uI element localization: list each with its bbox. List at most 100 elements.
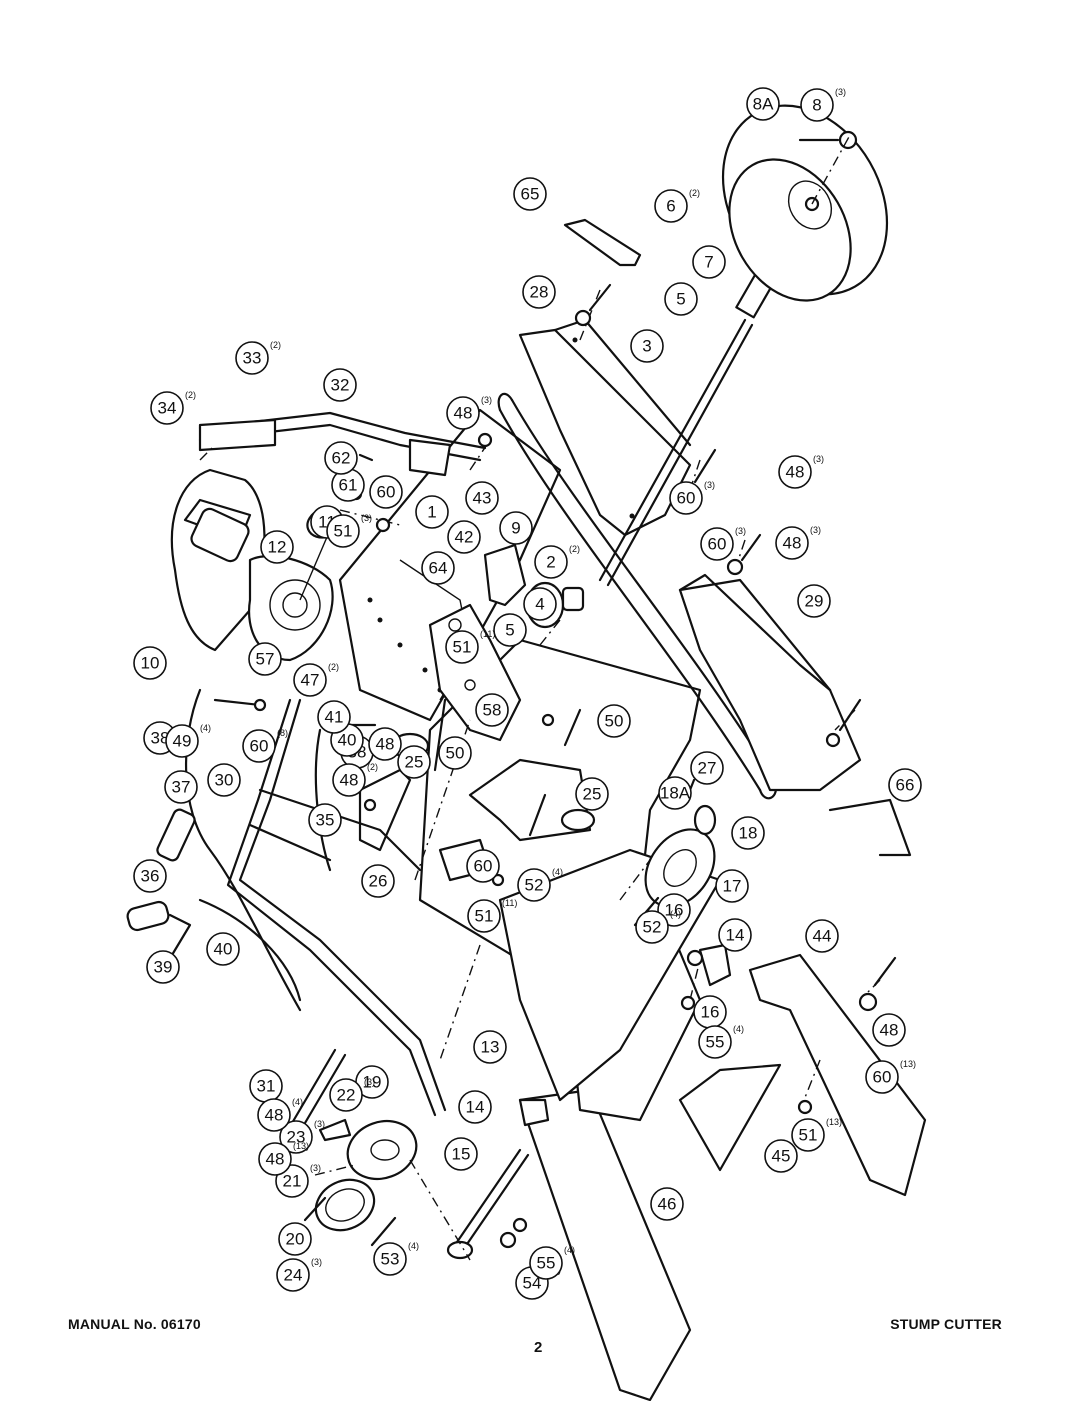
callout-circle [260,530,294,564]
callout-number: 25 [405,753,424,772]
callout-number: 10 [141,654,160,673]
callout-circle [522,275,556,309]
belt-27 [497,392,778,800]
callout-circle [499,511,533,545]
callout-part-18: 18 [731,816,765,850]
callout-number: 60 [677,489,696,508]
callout-circle [700,527,734,561]
callout-circle [150,391,184,425]
callout-circle [445,630,479,664]
callout-number: 2 [546,553,555,572]
plate-65 [563,218,642,267]
callout-part-58: 58 [475,693,509,727]
callout-number: 45 [772,1147,791,1166]
callout-part-46: 46 [650,1187,684,1221]
callout-circle [865,1060,899,1094]
callout-part-13: 13 [473,1030,507,1064]
callout-part-39: 39 [146,950,180,984]
callout-part-27: 27 [690,751,724,785]
callout-part-23: 23(3) [279,1119,325,1154]
callout-part-49: 49(4) [165,723,211,758]
side-panel-46 [498,848,722,1401]
callout-part-45: 45 [764,1139,798,1173]
callout-circle [731,816,765,850]
callout-number: 17 [723,877,742,896]
callout-part-60: 60(8) [242,728,288,763]
callout-part-8: 8(3) [800,87,846,122]
callout-quantity: (3) [704,480,715,490]
callout-circle [361,864,395,898]
callout-number: 1 [427,503,436,522]
callout-number: 21 [283,1172,302,1191]
callout-circle [332,763,366,797]
callout-number: 40 [214,940,233,959]
callout-number: 38 [151,729,170,748]
callout-circle [248,642,282,676]
callout-circle [368,727,402,761]
callout-quantity: (13) [900,1059,916,1069]
callout-number: 3 [642,337,651,356]
callout-part-6: 6(2) [654,188,700,223]
callout-quantity: (4) [408,1241,419,1251]
callout-number: 66 [896,776,915,795]
callout-part-48: 48(2) [332,762,378,797]
callout-number: 48 [880,1021,899,1040]
callout-circle [133,859,167,893]
callout-part-7: 7 [692,245,726,279]
callout-part-10: 10 [133,646,167,680]
callout-part-14: 14 [718,918,752,952]
callout-number: 25 [583,785,602,804]
callout-part-5: 5 [664,282,698,316]
callout-circle [669,481,703,515]
callout-quantity: (4) [733,1024,744,1034]
callout-number: 35 [316,811,335,830]
callout-number: 22 [337,1086,356,1105]
controls [126,808,196,977]
guard-29 [678,573,862,792]
callout-quantity: (8) [277,728,288,738]
callout-circle [775,526,809,560]
product-name: STUMP CUTTER [890,1316,1002,1332]
callout-part-37: 37 [164,770,198,804]
callout-part-34: 34(2) [150,390,196,425]
callout-circle [513,177,547,211]
callout-part-43: 43 [465,481,499,515]
clutch-20 [314,1178,376,1232]
callout-number: 48 [376,735,395,754]
callout-part-65: 65 [513,177,547,211]
callout-circle [133,646,167,680]
callout-quantity: (3) [810,525,821,535]
callout-part-1: 1 [415,495,449,529]
manual-number: MANUAL No. 06170 [68,1316,201,1332]
callout-circle [278,1222,312,1256]
callout-part-16: 16 [693,995,727,1029]
callout-number: 51 [334,522,353,541]
callout-number: 34 [158,399,177,418]
callout-number: 48 [265,1106,284,1125]
callout-quantity: (4) [292,1097,303,1107]
callout-quantity: (2) [689,188,700,198]
callout-part-32: 32 [323,368,357,402]
callout-quantity: (11) [502,898,517,908]
callout-circle [324,441,358,475]
callout-number: 50 [446,744,465,763]
callout-quantity: (13) [293,1141,309,1151]
callout-part-60: 60 (3) [669,480,715,515]
callout-quantity: (3) [314,1119,325,1129]
callout-part-31: 31 [249,1069,283,1103]
engine-10 [170,468,334,662]
callout-part-48: 48(3) [778,454,824,489]
callout-part-48: 48(3) [446,395,492,430]
callout-circle [146,950,180,984]
callout-number: 39 [154,958,173,977]
callout-quantity: (4) [670,909,681,919]
callout-quantity: (2) [569,544,580,554]
callout-part-47: 47(2) [293,662,339,697]
callout-part-48: 48(3) [775,525,821,560]
callout-circle [317,700,351,734]
callout-number: 51 [799,1126,818,1145]
plate-44 [748,953,927,1197]
callout-circle [242,729,276,763]
part-callouts: 12(2)34556(2)78(3)8A91011121314141516161… [133,87,922,1300]
callout-circle [207,763,241,797]
